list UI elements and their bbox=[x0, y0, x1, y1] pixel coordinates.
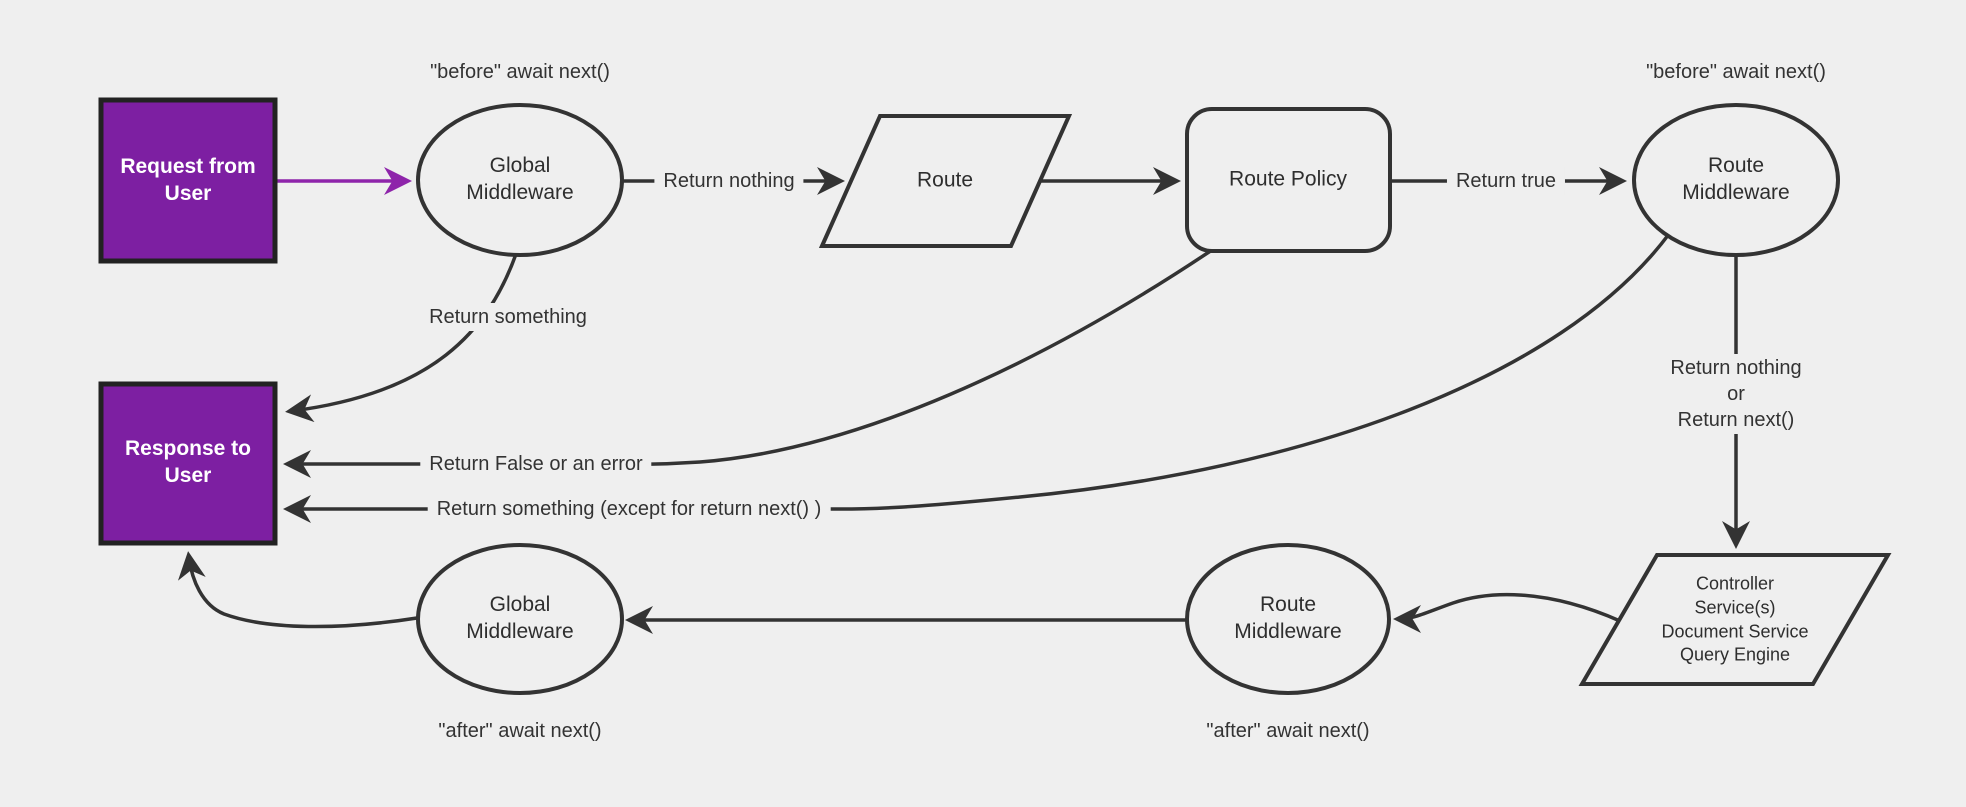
arrow-route-policy-return-false-to-response bbox=[283, 248, 1213, 478]
node-request-from-user bbox=[98, 97, 278, 264]
arrow-controller-to-route-middleware-bottom bbox=[1393, 592, 1621, 633]
node-global-middleware-bottom bbox=[416, 543, 624, 695]
node-global-middleware-top bbox=[416, 103, 624, 257]
after-await-next-bottom-right-label: "after" await next() bbox=[1206, 720, 1370, 742]
controller-services-label: Controller Service(s) Document Service Q… bbox=[1661, 573, 1809, 665]
after-await-next-bottom-left-label: "after" await next() bbox=[438, 720, 602, 742]
global-middleware-top-label: Global Middleware bbox=[466, 154, 574, 204]
before-await-next-top-right-label: "before" await next() bbox=[1646, 61, 1826, 83]
route-middleware-top-label: Route Middleware bbox=[1682, 154, 1790, 204]
return-something-label: Return something bbox=[420, 303, 596, 331]
node-route-middleware-top bbox=[1632, 103, 1840, 257]
node-route bbox=[818, 114, 1073, 248]
node-controller-services bbox=[1578, 553, 1892, 686]
arrow-global-middleware-return-something-to-response bbox=[285, 253, 518, 423]
response-to-user-label: Response to User bbox=[124, 437, 252, 487]
return-true-label: Return true bbox=[1446, 167, 1566, 195]
return-something-except-label: Return something (except for return next… bbox=[427, 495, 831, 523]
node-route-middleware-bottom bbox=[1185, 543, 1391, 695]
return-false-or-error-label: Return False or an error bbox=[420, 450, 652, 478]
node-route-policy bbox=[1185, 107, 1392, 253]
return-nothing-or-next-label: Return nothing or Return next() bbox=[1661, 354, 1811, 434]
route-label: Route bbox=[916, 168, 974, 192]
request-from-user-label: Request from User bbox=[120, 155, 256, 205]
return-nothing-label: Return nothing bbox=[654, 167, 804, 195]
route-policy-label: Route Policy bbox=[1229, 167, 1347, 191]
arrow-global-middleware-bottom-to-response bbox=[177, 551, 418, 629]
arrow-route-middleware-return-something-to-response bbox=[283, 232, 1671, 523]
global-middleware-bottom-label: Global Middleware bbox=[466, 593, 574, 643]
before-await-next-top-left-label: "before" await next() bbox=[430, 61, 610, 83]
node-response-to-user bbox=[98, 381, 278, 546]
route-middleware-bottom-label: Route Middleware bbox=[1234, 593, 1342, 643]
